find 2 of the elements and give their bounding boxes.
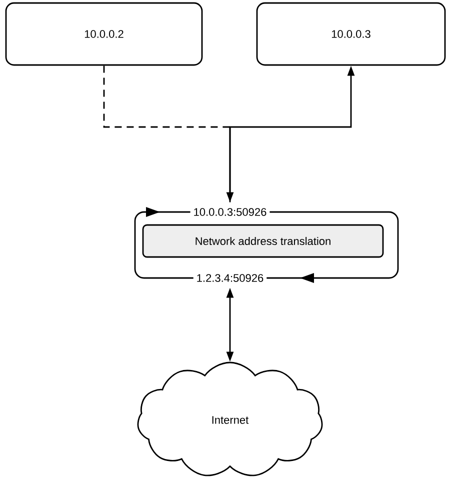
host-box: 10.0.0.2 bbox=[5, 2, 203, 66]
host-box: 10.0.0.3 bbox=[256, 2, 446, 66]
